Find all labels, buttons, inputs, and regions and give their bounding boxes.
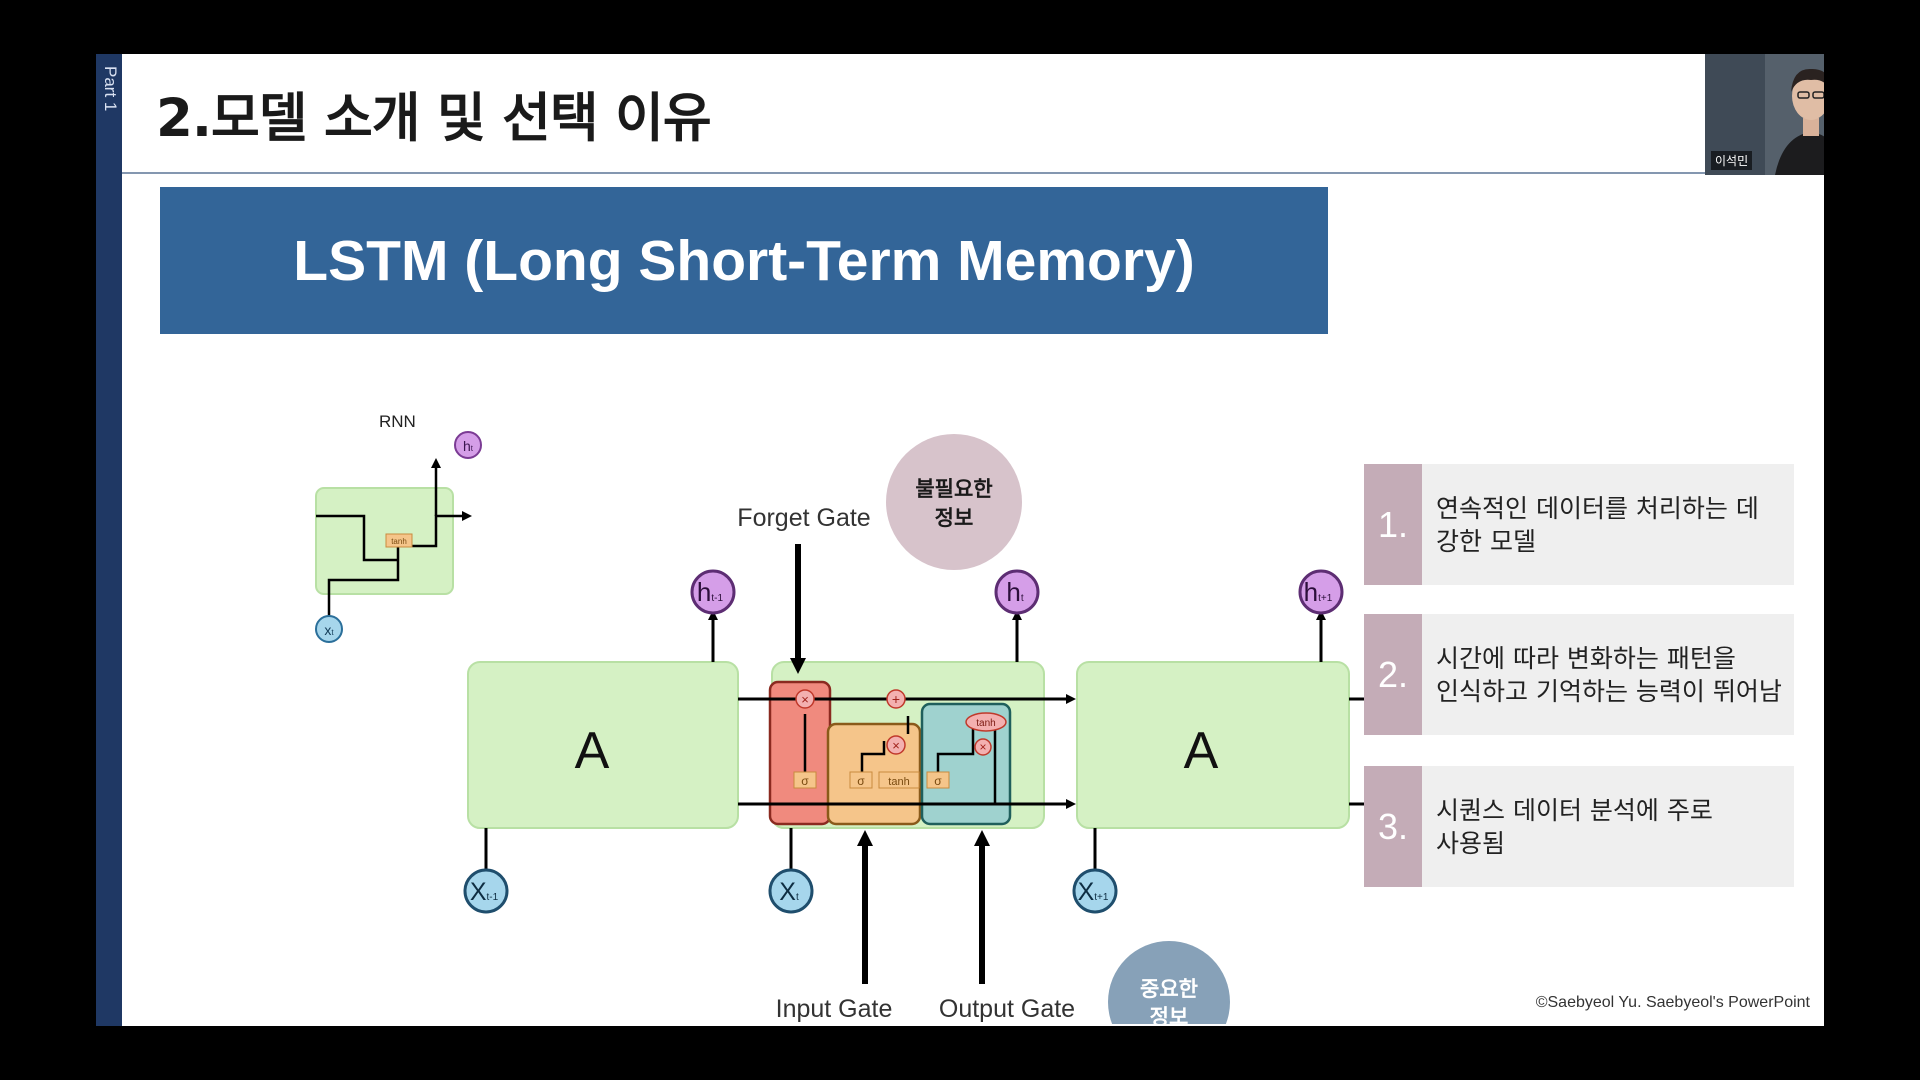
input-multiply-label: × xyxy=(892,738,900,753)
input-gate-label: Input Gate xyxy=(776,995,893,1023)
output-tanh-node xyxy=(965,712,1007,732)
rnn-input-path xyxy=(327,560,400,616)
add-label: + xyxy=(892,691,900,707)
title-divider xyxy=(122,172,1824,174)
h-prev-node xyxy=(690,569,736,615)
rnn-x-label: x xyxy=(324,622,331,638)
svg-text:ht+1: ht+1 xyxy=(1304,577,1333,607)
lstm-cell-left xyxy=(467,661,739,829)
rnn-tanh-box xyxy=(385,533,413,548)
card-line-2: 강한 모델 xyxy=(1436,526,1536,556)
output-gate-block xyxy=(920,702,1012,826)
h-cur-sub: t xyxy=(1021,593,1024,604)
card-number: 1. xyxy=(1364,464,1422,585)
add-node xyxy=(886,689,906,709)
card-line-1: 시퀀스 데이터 분석에 주로 xyxy=(1436,795,1713,825)
svg-text:Xt+1: Xt+1 xyxy=(1078,878,1109,906)
rnn-h-sub: t xyxy=(471,444,474,453)
h-next-node xyxy=(1298,569,1344,615)
rnn-path xyxy=(316,516,468,562)
card-line-2: 사용됨 xyxy=(1436,828,1506,858)
h-cur-label: h xyxy=(1006,577,1020,607)
card-line-1: 시간에 따라 변화하는 패턴을 xyxy=(1436,643,1736,673)
unneeded-info-bubble xyxy=(886,434,1022,570)
lstm-cell-right xyxy=(1076,661,1350,829)
input-tanh-box xyxy=(878,771,920,789)
forget-multiply-node xyxy=(795,689,815,709)
forget-gate-label: Forget Gate xyxy=(737,504,870,532)
rnn-label: RNN xyxy=(379,412,416,431)
forget-multiply-label: × xyxy=(801,692,809,707)
inner-path xyxy=(803,714,997,804)
rnn-x-node xyxy=(315,615,343,643)
part-label: Part 1 xyxy=(101,66,120,112)
x-cur-label: X xyxy=(779,878,796,906)
x-prev-node xyxy=(463,868,509,914)
important-info-line2: 정보 xyxy=(1150,1005,1189,1024)
h-next-sub: t+1 xyxy=(1318,593,1333,604)
x-next-sub: t+1 xyxy=(1094,892,1109,903)
rnn-x-sub: t xyxy=(331,628,334,637)
rnn-h-label: h xyxy=(463,438,471,454)
slide: Part 1 2.모델 소개 및 선택 이유 LSTM (Long Short-… xyxy=(96,54,1824,1026)
forget-sigma-box xyxy=(793,771,817,789)
forget-sigma-label: σ xyxy=(801,774,809,788)
input-sigma-label: σ xyxy=(857,774,865,788)
rnn-tanh-label: tanh xyxy=(391,537,407,546)
card-number: 2. xyxy=(1364,614,1422,735)
svg-text:Xt-1: Xt-1 xyxy=(470,878,499,906)
lstm-diagram: RNN tanh ht xt A A × + × × xyxy=(315,412,1382,1024)
slide-title: 2.모델 소개 및 선택 이유 xyxy=(156,88,712,149)
output-multiply-label: × xyxy=(979,740,986,754)
title-banner: LSTM (Long Short-Term Memory) xyxy=(160,187,1328,334)
input-tanh-label: tanh xyxy=(888,776,909,788)
output-gate-label: Output Gate xyxy=(939,995,1075,1023)
cell-right-label: A xyxy=(1184,722,1219,780)
svg-text:xt: xt xyxy=(324,622,334,638)
x-next-label: X xyxy=(1078,878,1095,906)
input-multiply-node xyxy=(886,735,906,755)
unneeded-info-line2: 정보 xyxy=(935,506,974,530)
rnn-cell xyxy=(315,487,454,595)
important-info-bubble xyxy=(1108,941,1230,1024)
webcam-name: 이석민 xyxy=(1711,151,1753,170)
x-prev-sub: t-1 xyxy=(487,892,499,903)
cell-left-label: A xyxy=(575,722,610,780)
output-sigma-label: σ xyxy=(934,774,942,788)
h-prev-label: h xyxy=(697,577,711,607)
svg-text:ht: ht xyxy=(1006,577,1023,607)
banner-title: LSTM (Long Short-Term Memory) xyxy=(293,228,1195,293)
unneeded-info-line1: 불필요한 xyxy=(915,477,992,501)
part-sidebar: Part 1 xyxy=(96,54,122,1026)
card-line-2: 인식하고 기억하는 능력이 뛰어남 xyxy=(1436,676,1782,706)
h-cur-node xyxy=(994,569,1040,615)
svg-text:ht: ht xyxy=(463,438,474,454)
x-cur-node xyxy=(768,868,814,914)
card-line-1: 연속적인 데이터를 처리하는 데 xyxy=(1436,493,1759,523)
output-tanh-label: tanh xyxy=(976,718,995,729)
h-prev-sub: t-1 xyxy=(711,593,723,604)
important-info-line1: 중요한 xyxy=(1140,977,1198,1001)
x-cur-sub: t xyxy=(796,892,799,903)
output-sigma-box xyxy=(926,771,950,789)
svg-text:Xt: Xt xyxy=(779,878,799,906)
rnn-h-node xyxy=(454,431,482,459)
input-sigma-box xyxy=(849,771,873,789)
svg-text:ht-1: ht-1 xyxy=(697,577,724,607)
webcam-thumbnail[interactable]: 이석민 xyxy=(1705,54,1824,175)
copyright-note: ©Saebyeol Yu. Saebyeol's PowerPoint xyxy=(1535,994,1810,1011)
x-prev-label: X xyxy=(470,878,487,906)
x-next-node xyxy=(1072,868,1118,914)
card-number: 3. xyxy=(1364,766,1422,887)
output-multiply-node xyxy=(974,738,992,756)
h-next-label: h xyxy=(1304,577,1318,607)
